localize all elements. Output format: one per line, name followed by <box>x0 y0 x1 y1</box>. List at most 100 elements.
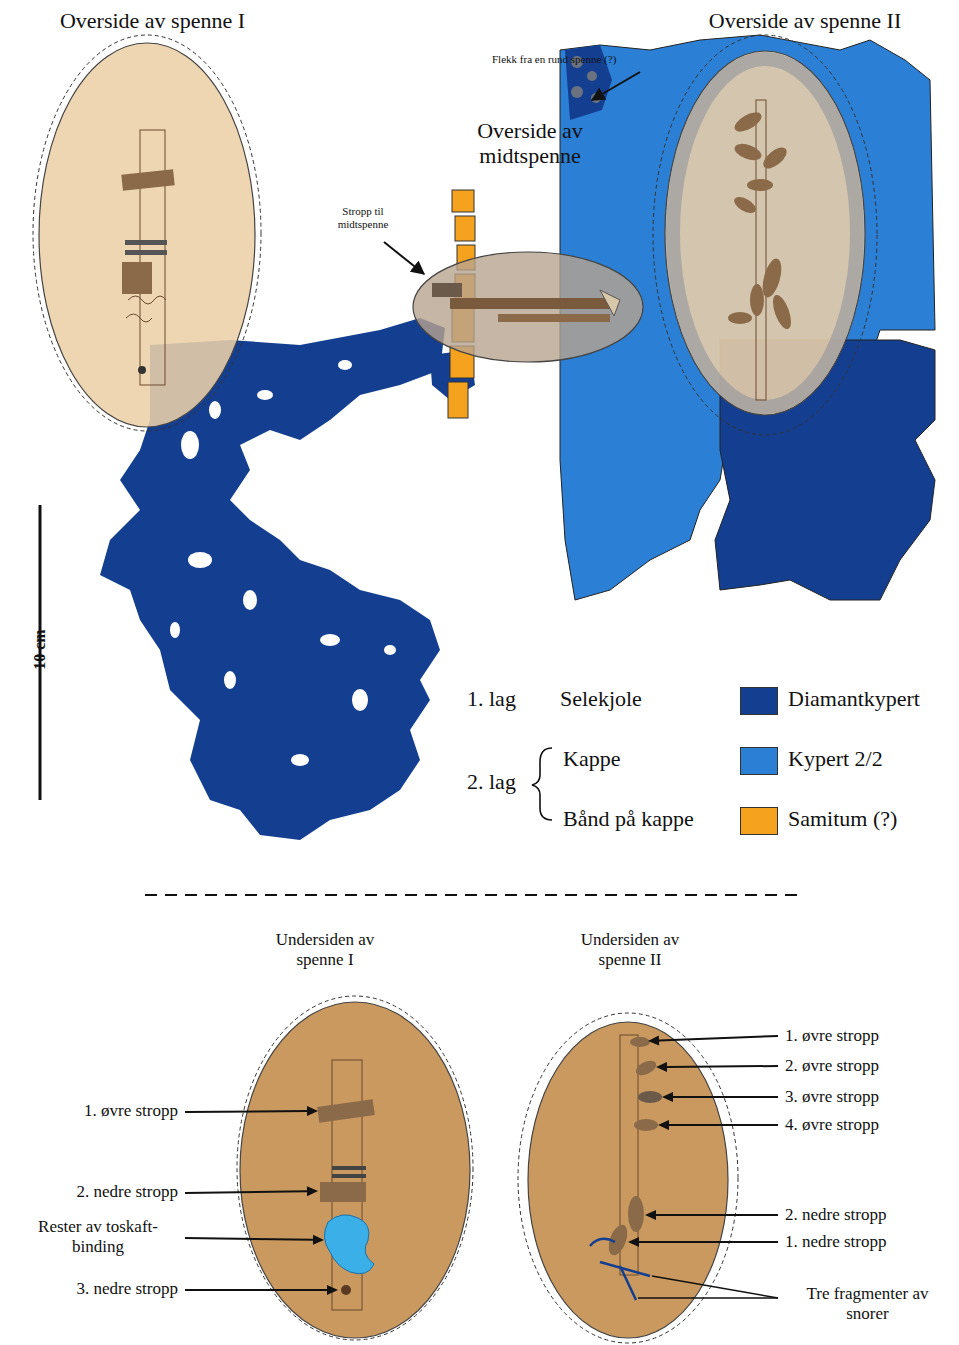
legend-swatch <box>740 687 778 715</box>
strap-label: 1. øvre stropp <box>8 1101 178 1121</box>
arrow-head <box>628 1237 639 1247</box>
leader-arrow <box>656 1214 778 1216</box>
leader-line <box>652 1276 778 1298</box>
scale-label: 10 cm <box>30 615 49 685</box>
strap-remains <box>450 298 610 309</box>
strap-label: 2. nedre stropp <box>8 1182 178 1202</box>
brooch-heading: Undersiden av spenne I <box>260 930 390 969</box>
strap-remains <box>138 366 146 374</box>
strap-remains <box>756 100 766 400</box>
strap-remains <box>747 179 773 191</box>
brooch-heading: Undersiden av spenne II <box>565 930 695 969</box>
strap-label: 3. øvre stropp <box>785 1087 950 1107</box>
arrow-head <box>648 1036 659 1046</box>
leader-arrow <box>667 1065 778 1068</box>
strap-remains <box>628 1196 644 1232</box>
brooch-heading: Overside av spenne II <box>675 8 935 33</box>
legend-text: Kypert 2/2 <box>788 746 956 772</box>
strap-remains <box>630 1037 650 1047</box>
arrow-head <box>307 1186 318 1196</box>
strap-label: 2. øvre stropp <box>785 1056 950 1076</box>
brooch-rim <box>673 59 857 407</box>
strap-remains <box>498 314 610 322</box>
strap-remains <box>728 312 752 324</box>
strap-remains <box>769 293 794 332</box>
brooch-outline <box>235 930 480 1342</box>
strap-remains <box>590 1239 650 1300</box>
brooch-body <box>528 1022 728 1338</box>
strap-remains <box>332 1174 366 1178</box>
legend-swatch <box>740 747 778 775</box>
note-label: 1. lag <box>467 686 537 712</box>
legend-text: Diamantkypert <box>788 686 956 712</box>
leader-arrow <box>185 1110 307 1113</box>
leader-arrow <box>659 1036 778 1041</box>
note-label: Selekjole <box>560 686 710 712</box>
brace <box>532 748 552 820</box>
strap-remains <box>732 194 759 216</box>
brooch-outline <box>520 930 740 1342</box>
strap-remains <box>317 1099 375 1123</box>
arrow-head <box>645 1210 656 1220</box>
strap-remains <box>760 144 790 173</box>
strap-label: 4. øvre stropp <box>785 1115 950 1135</box>
arrow-head <box>307 1106 318 1116</box>
brooch-body <box>240 1002 470 1338</box>
leader-arrow <box>384 242 424 274</box>
brooch-dashed-outline <box>237 996 473 1340</box>
note-label: Bånd på kappe <box>563 806 733 832</box>
strap-remains <box>732 108 765 135</box>
leader-arrow <box>673 1096 778 1098</box>
strap-remains <box>600 290 620 316</box>
brooch-heading: Overside av spenne I <box>30 8 275 33</box>
brooch: Undersiden av spenne I <box>235 930 480 1342</box>
strap-remains <box>140 130 165 385</box>
strap-remains <box>332 1166 366 1170</box>
strap-remains <box>638 1091 662 1103</box>
strap-remains <box>320 1182 366 1202</box>
leader-line <box>638 1297 778 1299</box>
strap-remains <box>122 262 152 294</box>
strap-remains <box>324 1215 374 1274</box>
strap-label: Tre fragmenter av snorer <box>785 1284 950 1325</box>
brooch-dashed-outline <box>33 35 261 431</box>
strap-label: 1. øvre stropp <box>785 1026 950 1046</box>
note-label: Kappe <box>563 746 723 772</box>
strap-label: 3. nedre stropp <box>8 1279 178 1299</box>
strap-remains <box>432 283 462 297</box>
arrow-head <box>327 1285 338 1295</box>
separator <box>145 894 800 896</box>
strap-label: Rester av toskaft-binding <box>18 1217 178 1258</box>
leader-arrow <box>185 1238 313 1240</box>
brooch: Overside av spenne II <box>655 8 940 438</box>
brooch-heading: Overside av midtspenne <box>450 118 610 169</box>
leader-arrow <box>592 72 640 100</box>
legend-swatch <box>740 807 778 835</box>
arrow-head <box>656 1062 667 1072</box>
note-label: Flekk fra en rund spenne (?) <box>492 53 707 66</box>
leader-arrow <box>669 1124 778 1126</box>
strap-remains <box>125 240 167 245</box>
brooch-dashed-outline <box>653 35 877 435</box>
arrow-head <box>313 1235 324 1245</box>
brooch-dashed-outline <box>518 1013 738 1343</box>
strap-label: 1. nedre stropp <box>785 1232 950 1252</box>
brooch-body <box>665 51 865 415</box>
strap-label: 2. nedre stropp <box>785 1205 950 1225</box>
brooch-outline <box>655 8 940 438</box>
strap-remains <box>732 141 763 164</box>
brooch-body <box>413 252 643 362</box>
strap-remains <box>750 284 764 316</box>
leader-arrow <box>185 1289 327 1291</box>
strap-remains <box>341 1285 351 1295</box>
note-label: Stropp til midtspenne <box>322 205 404 231</box>
leader-arrow <box>639 1241 778 1243</box>
strap-remains <box>634 1119 658 1131</box>
brooch: Overside av spenne I <box>30 8 275 438</box>
arrow-head <box>662 1092 673 1102</box>
brooch-body <box>39 43 255 427</box>
strap-remains <box>121 169 174 190</box>
brooch-outline <box>30 8 275 438</box>
leader-arrow <box>185 1191 307 1193</box>
strap-remains <box>126 296 166 322</box>
